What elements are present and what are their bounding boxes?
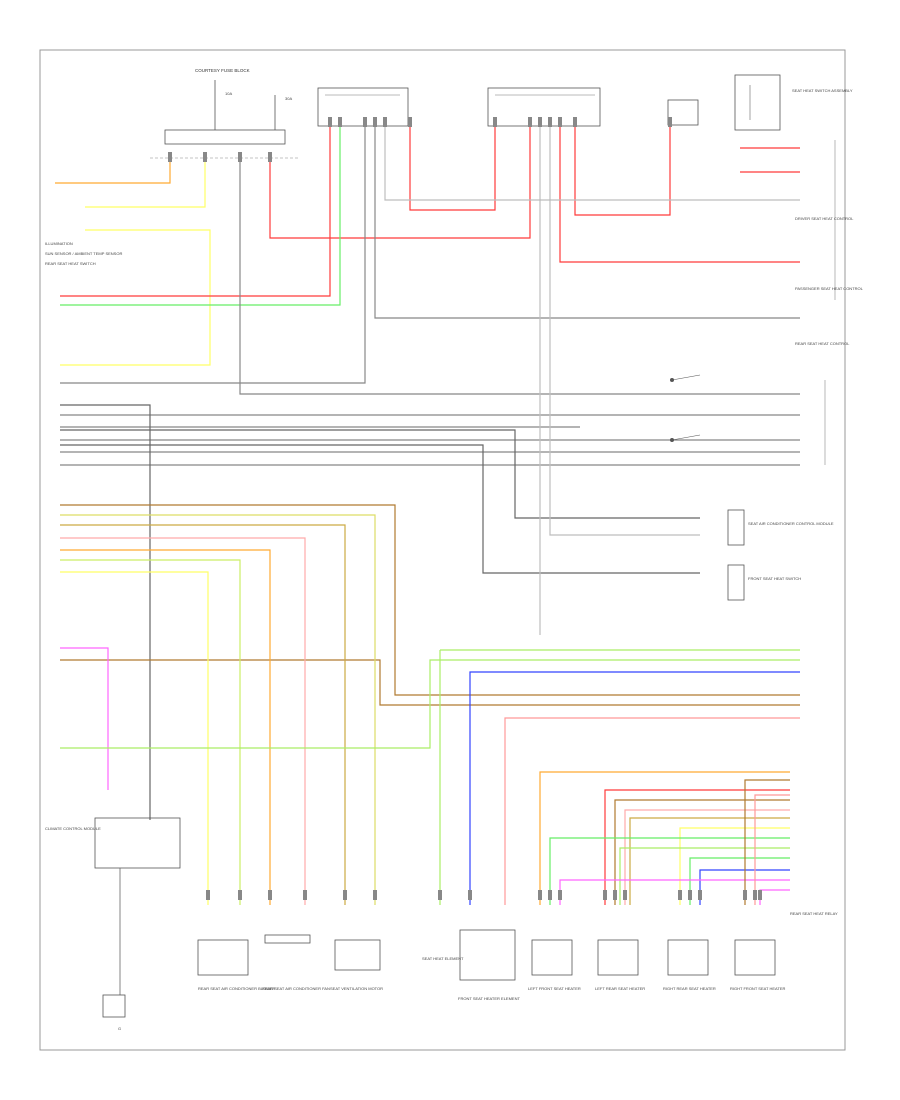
bottom-component-7: LEFT REAR SEAT HEATER <box>595 939 645 991</box>
connector-pin <box>548 117 552 127</box>
connector-pin <box>758 890 762 900</box>
connector-pin <box>268 152 272 162</box>
connector-pin <box>743 890 747 900</box>
right-label-3: REAR SEAT HEAT CONTROL <box>795 341 850 346</box>
component-label-1: REAR SEAT AIR CONDITIONER BLOWER <box>198 986 276 991</box>
connector-pin <box>493 117 497 127</box>
connector-pin <box>168 152 172 162</box>
connector-pin <box>688 890 692 900</box>
climate-control-module: CLIMATE CONTROL MODULE <box>45 817 181 869</box>
ground-label: G <box>118 1026 121 1031</box>
connector-pin <box>528 117 532 127</box>
bottom-component-8: RIGHT REAR SEAT HEATER <box>663 939 716 991</box>
component-label-8: RIGHT REAR SEAT HEATER <box>663 986 716 991</box>
connector-pin <box>343 890 347 900</box>
component-label-3: SEAT VENTILATION MOTOR <box>330 986 383 991</box>
top-right-relay <box>734 74 781 131</box>
top-connector-2 <box>487 87 601 127</box>
right-label-1: DRIVER SEAT HEAT CONTROL <box>795 216 854 221</box>
connector-pin <box>383 117 387 127</box>
junction-block-label: COURTESY FUSE BLOCK <box>195 68 250 73</box>
right-label-2: PASSENGER SEAT HEAT CONTROL <box>795 286 864 291</box>
connector-pin <box>538 890 542 900</box>
junction-block: COURTESY FUSE BLOCK 10A 30A <box>150 68 300 159</box>
component-label-4: SEAT HEAT ELEMENT <box>422 956 464 961</box>
connector-pin <box>373 117 377 127</box>
component-label-5: FRONT SEAT HEATER ELEMENT <box>458 996 520 1001</box>
right-relay-2 <box>727 564 745 601</box>
connector-pins <box>168 117 762 900</box>
connector-pin <box>363 117 367 127</box>
component-label-0: CLIMATE CONTROL MODULE <box>45 826 101 831</box>
connector-pin <box>613 890 617 900</box>
connector-pin <box>238 152 242 162</box>
connector-pin <box>303 890 307 900</box>
right-label-5: FRONT SEAT HEAT SWITCH <box>748 576 801 581</box>
left-label-2: REAR SEAT HEAT SWITCH <box>45 261 96 266</box>
connector-pin <box>573 117 577 127</box>
bottom-component-3: SEAT VENTILATION MOTOR <box>330 939 383 991</box>
connector-pin <box>408 117 412 127</box>
right-label-6: REAR SEAT HEAT RELAY <box>790 911 838 916</box>
connector-pin <box>623 890 627 900</box>
bottom-component-5: FRONT SEAT HEATER ELEMENT <box>458 929 520 1001</box>
connector-pin <box>338 117 342 127</box>
ground-point: G <box>102 868 126 1031</box>
connector-pin <box>328 117 332 127</box>
connector-pin <box>558 117 562 127</box>
left-label-1: SUN SENSOR / AMBIENT TEMP SENSOR <box>45 251 122 256</box>
connector-pin <box>373 890 377 900</box>
connector-pin <box>268 890 272 900</box>
connector-pin <box>538 117 542 127</box>
bottom-component-2: REAR SEAT AIR CONDITIONER FAN <box>262 934 330 991</box>
connector-pin <box>438 890 442 900</box>
component-label-6: LEFT FRONT SEAT HEATER <box>528 986 581 991</box>
connector-pin <box>753 890 757 900</box>
top-connector-3 <box>667 99 699 126</box>
right-label-0: SEAT HEAT SWITCH ASSEMBLY <box>792 88 853 93</box>
connector-pin <box>678 890 682 900</box>
fuse-a-label: 10A <box>225 91 232 96</box>
connector-pin <box>548 890 552 900</box>
right-relay-1 <box>727 509 745 546</box>
connector-pin <box>558 890 562 900</box>
left-label-0: ILLUMINATION <box>45 241 73 246</box>
connector-pin <box>698 890 702 900</box>
connector-pin <box>203 152 207 162</box>
component-label-7: LEFT REAR SEAT HEATER <box>595 986 645 991</box>
diagram-frame <box>39 49 846 1051</box>
fuse-b-label: 30A <box>285 96 292 101</box>
bottom-component-9: RIGHT FRONT SEAT HEATER <box>730 939 786 991</box>
bottom-component-6: LEFT FRONT SEAT HEATER <box>528 939 581 991</box>
connector-pin <box>206 890 210 900</box>
connector-pin <box>238 890 242 900</box>
bottom-component-1: REAR SEAT AIR CONDITIONER BLOWER <box>197 939 276 991</box>
right-switch <box>670 374 701 442</box>
connector-pin <box>468 890 472 900</box>
bottom-component-4: SEAT HEAT ELEMENT <box>422 956 464 961</box>
component-label-9: RIGHT FRONT SEAT HEATER <box>730 986 786 991</box>
right-label-4: SEAT AIR CONDITIONER CONTROL MODULE <box>748 521 834 526</box>
connector-pin <box>603 890 607 900</box>
component-label-2: REAR SEAT AIR CONDITIONER FAN <box>262 986 330 991</box>
connector-pin <box>668 117 672 127</box>
